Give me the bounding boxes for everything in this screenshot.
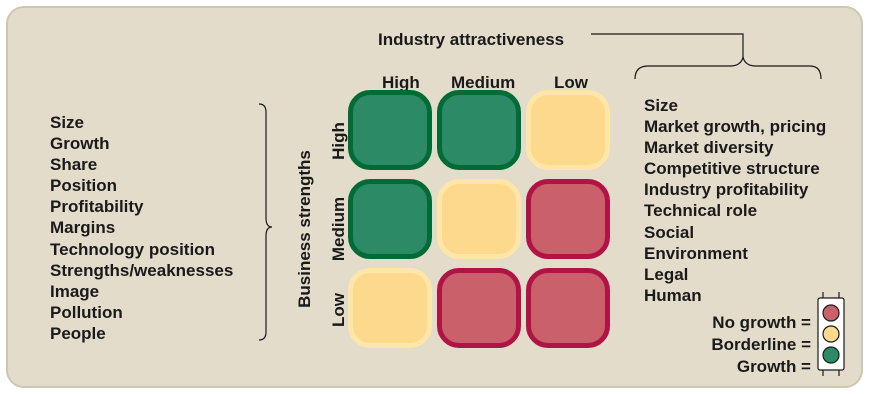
list-item: Growth (50, 134, 110, 154)
list-item: Human (644, 285, 702, 305)
list-item: People (50, 323, 106, 343)
legend-yellow-dot (822, 325, 840, 343)
list-item: Market diversity (644, 138, 774, 158)
list-item: Technical role (644, 201, 758, 221)
list-item: Position (50, 176, 118, 196)
list-item: Size (644, 96, 679, 115)
matrix-cell-green (348, 90, 432, 170)
row-label-medium: Medium (329, 196, 348, 262)
diagram-panel: Industry attractiveness High Medium Low … (6, 6, 863, 388)
row-label-high: High (329, 122, 348, 160)
list-item: Legal (644, 264, 689, 284)
list-item: Size (50, 113, 85, 132)
list-item: Image (50, 281, 100, 301)
list-item: Pollution (50, 302, 123, 322)
matrix-cell-red (437, 268, 521, 348)
list-item: Profitability (50, 197, 144, 217)
list-item: Strengths/weaknesses (50, 260, 234, 280)
list-item: Competitive structure (644, 159, 820, 179)
list-item: Industry profitability (644, 180, 809, 200)
matrix-cell-green (437, 90, 521, 170)
row-label-low: Low (329, 293, 348, 327)
list-item: Margins (50, 218, 116, 238)
legend-red-dot (822, 304, 840, 322)
connector-lines (258, 33, 845, 376)
legend-growth-label: Growth = (736, 357, 811, 376)
business-strength-factors: Size Growth Share Position Profitability… (50, 112, 233, 344)
column-label-high: High (382, 73, 420, 92)
industry-attractiveness-title: Industry attractiveness (378, 30, 565, 49)
matrix-cell-green (348, 179, 432, 259)
list-item: Technology position (50, 239, 215, 259)
legend-borderline-label: Borderline = (711, 335, 811, 354)
business-strengths-label: Business strengths (295, 150, 314, 308)
matrix-cell-red (526, 179, 610, 259)
list-item: Market growth, pricing (644, 117, 827, 137)
list-item: Environment (644, 243, 748, 263)
matrix-cell-red (526, 268, 610, 348)
matrix-cell-yellow (526, 90, 610, 170)
list-item: Social (644, 222, 695, 242)
column-label-low: Low (554, 73, 588, 92)
matrix-cell-yellow (437, 179, 521, 259)
legend-no-growth-label: No growth = (712, 313, 811, 332)
matrix-cell-yellow (348, 268, 432, 348)
industry-attractiveness-factors: Size Market growth, pricing Market diver… (644, 95, 826, 306)
column-label-medium: Medium (451, 73, 516, 92)
list-item: Share (50, 155, 98, 175)
legend-green-dot (822, 346, 840, 364)
